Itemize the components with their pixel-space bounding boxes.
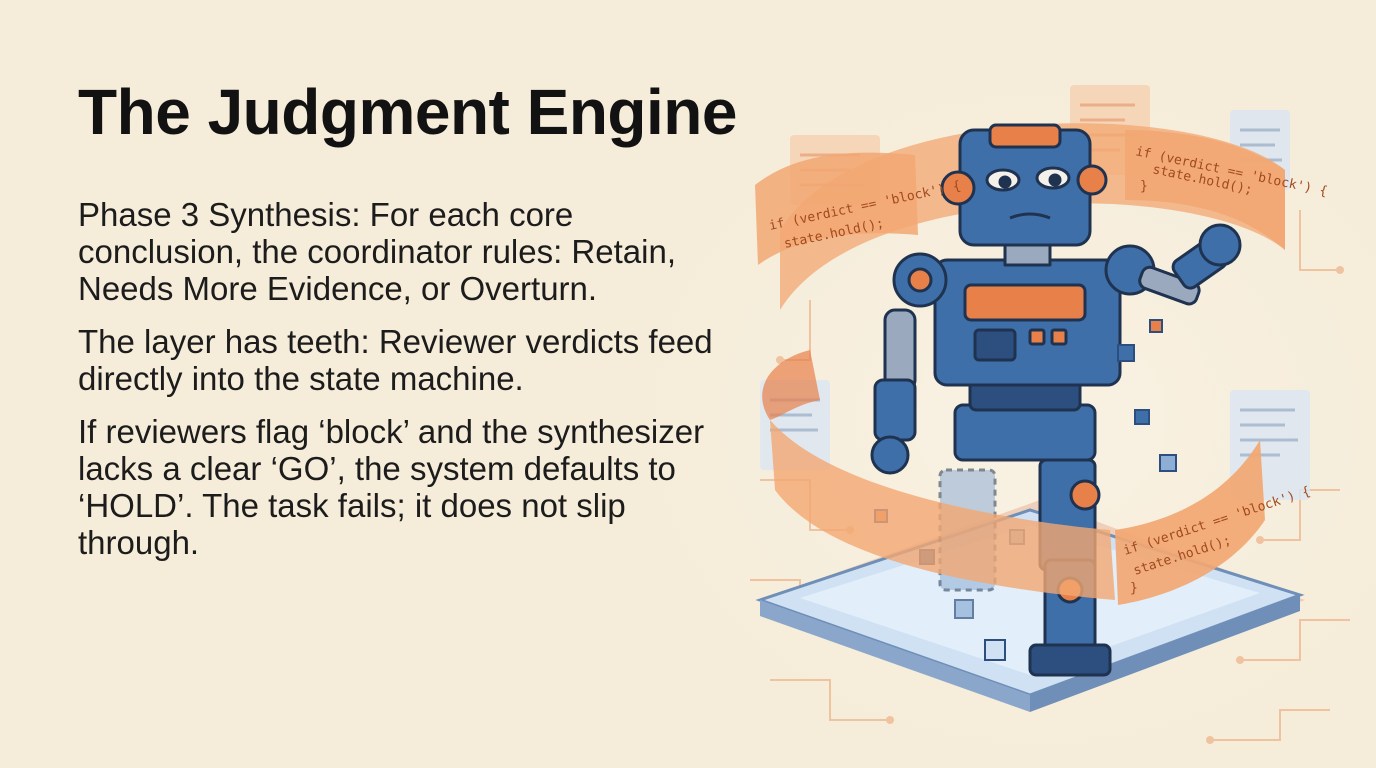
paragraph-synthesis: Phase 3 Synthesis: For each core conclus… (78, 196, 676, 307)
paragraph-teeth: The layer has teeth: Reviewer verdicts f… (78, 323, 713, 397)
paragraph-hold: If reviewers flag ‘block’ and the synthe… (78, 413, 705, 561)
code-ribbon-front (770, 420, 1115, 600)
robot-illustration: if (verdict == 'block') { state.hold(); … (750, 85, 1350, 744)
slide-body: Phase 3 Synthesis: For each core conclus… (78, 196, 728, 577)
robot (870, 123, 1242, 677)
code-top-line-3: } (1140, 179, 1148, 194)
code-ribbon-top-right: if (verdict == 'block') { state.hold(); … (1125, 130, 1329, 250)
slide-title: The Judgment Engine (78, 76, 737, 148)
code-bottom-line-3: } (1130, 581, 1138, 596)
